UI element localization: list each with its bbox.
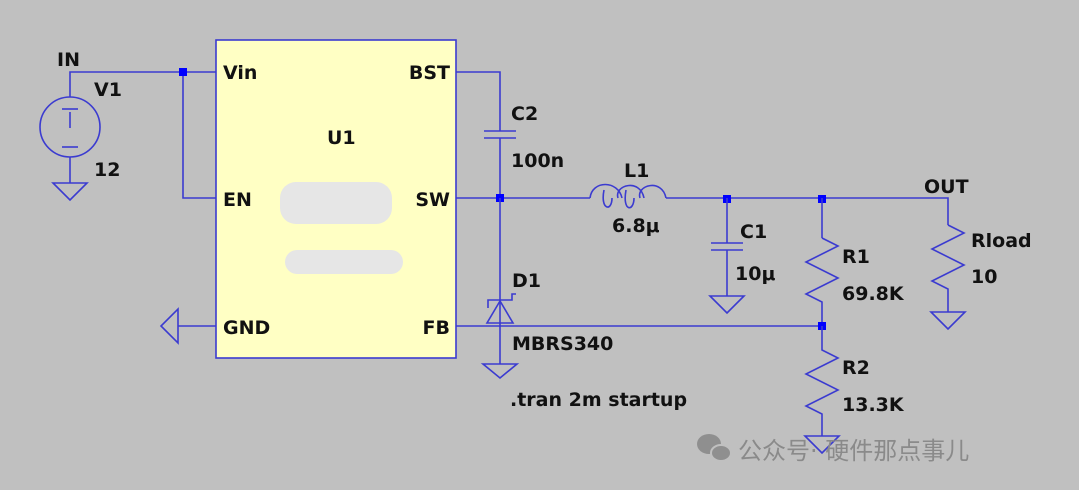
ground-icon — [159, 307, 179, 345]
r1-ref[interactable]: R1 — [842, 246, 870, 268]
r2-value[interactable]: 13.3K — [842, 394, 905, 416]
pin-bst: BST — [409, 62, 450, 84]
pin-en: EN — [223, 189, 252, 211]
ground-icon — [803, 435, 841, 455]
c1-ref[interactable]: C1 — [740, 221, 767, 243]
l1-value[interactable]: 6.8μ — [612, 215, 660, 237]
pin-sw: SW — [415, 189, 450, 211]
rload-value[interactable]: 10 — [971, 266, 997, 288]
pin-fb: FB — [423, 317, 450, 339]
watermark-text: 公众号· 硬件那点事儿 — [738, 437, 969, 465]
diode-d1[interactable] — [485, 293, 516, 324]
ground-icon — [480, 363, 520, 380]
net-label-out: OUT — [924, 176, 969, 198]
pin-gnd: GND — [223, 317, 270, 339]
ground-icon — [51, 182, 89, 202]
c2-ref[interactable]: C2 — [511, 103, 538, 125]
capacitor-c2[interactable] — [484, 130, 516, 139]
redacted-part-value — [285, 250, 403, 274]
ground-icon — [929, 311, 967, 331]
wire-out — [666, 197, 949, 225]
ground-icon — [708, 295, 746, 315]
resistor-r1[interactable] — [804, 237, 840, 326]
pin-vin: Vin — [223, 62, 257, 84]
l1-ref[interactable]: L1 — [624, 160, 649, 182]
v1-ref[interactable]: V1 — [94, 79, 122, 101]
redacted-part-name — [280, 182, 392, 224]
r1-value[interactable]: 69.8K — [842, 283, 905, 305]
wire-in — [69, 71, 216, 97]
wechat-icon — [697, 434, 732, 462]
rload-ref[interactable]: Rload — [971, 230, 1032, 252]
net-label-in: IN — [57, 49, 80, 71]
wire-en — [182, 72, 216, 199]
r2-ref[interactable]: R2 — [842, 357, 870, 379]
d1-value[interactable]: MBRS340 — [512, 333, 613, 355]
v1-value[interactable]: 12 — [94, 159, 120, 181]
c2-value[interactable]: 100n — [511, 150, 564, 172]
resistor-r2[interactable] — [804, 326, 840, 436]
inductor-l1[interactable] — [589, 183, 667, 209]
d1-ref[interactable]: D1 — [512, 270, 541, 292]
resistor-rload[interactable] — [930, 224, 966, 312]
voltage-source-v1[interactable] — [39, 96, 101, 158]
c1-value[interactable]: 10μ — [735, 263, 775, 285]
capacitor-c1[interactable] — [711, 242, 743, 251]
spice-directive[interactable]: .tran 2m startup — [510, 389, 687, 411]
ic-ref: U1 — [327, 127, 356, 149]
junction — [179, 68, 187, 76]
wire-bst — [456, 71, 501, 131]
